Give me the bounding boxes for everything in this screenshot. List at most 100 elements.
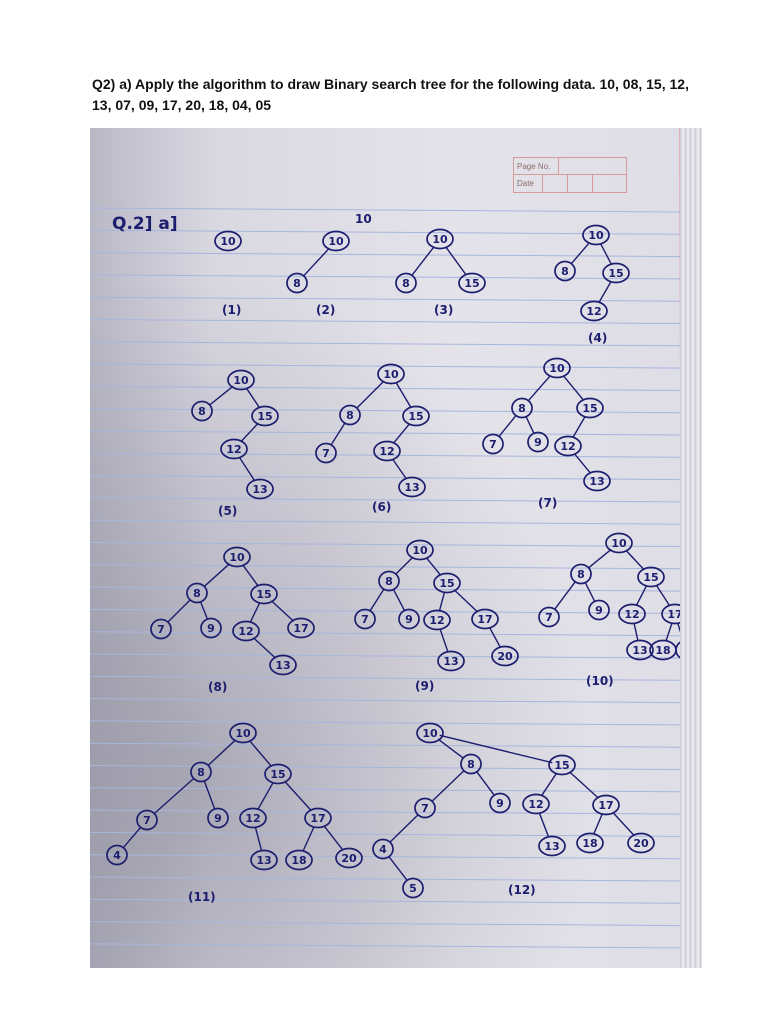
tree-edge (538, 813, 550, 837)
tree-node: 7 (538, 606, 560, 628)
node-value: 8 (402, 277, 410, 290)
tree-node: 8 (378, 570, 400, 592)
tree-node: 12 (618, 603, 646, 625)
tree-step-label: (3) (434, 303, 453, 317)
tree-edge (554, 581, 576, 610)
tree-node: 8 (190, 761, 212, 783)
tree-edge (612, 811, 635, 837)
node-value: 8 (197, 766, 205, 779)
node-value: 10 (412, 544, 428, 557)
tree-edge (476, 771, 495, 796)
tree-node: 9 (398, 608, 420, 630)
tree-edge (572, 416, 586, 438)
node-value: 15 (257, 410, 272, 423)
node-value: 17 (310, 812, 325, 825)
node-value: 13 (275, 659, 290, 672)
node-value: 7 (322, 447, 330, 460)
node-value: 9 (207, 622, 215, 635)
tree-step-label: (6) (372, 500, 391, 514)
tree-node: 15 (264, 763, 292, 785)
heading: Q.2] a] (112, 214, 178, 234)
tree-node: 12 (554, 435, 582, 457)
tree-node: 15 (576, 397, 604, 419)
tree-node: 13 (583, 470, 611, 492)
tree-edge (392, 458, 407, 480)
tree-node: 13 (538, 835, 566, 857)
node-value: 12 (226, 443, 241, 456)
tree-node: 9 (489, 792, 511, 814)
tree-node: 7 (482, 433, 504, 455)
rule-line (90, 943, 681, 949)
tree-edge (489, 627, 501, 648)
rule-line (90, 921, 681, 927)
tree-edge (257, 782, 274, 810)
node-value: 8 (198, 405, 206, 418)
tree-node: 17 (287, 617, 315, 639)
tree-edge (203, 563, 231, 587)
rule-line (90, 720, 681, 726)
tree-edge (573, 453, 592, 474)
node-value: 12 (379, 445, 394, 458)
tree-step-label: (7) (538, 496, 557, 510)
tree-edge (588, 548, 612, 569)
tree-node: 9 (527, 431, 549, 453)
tree-node: 20 (335, 847, 363, 869)
tree-edge (167, 599, 191, 623)
node-value: 13 (252, 483, 267, 496)
tree-edge (303, 247, 330, 277)
node-value: 20 (633, 837, 649, 850)
node-value: 7 (361, 613, 369, 626)
node-value: 10 (235, 727, 251, 740)
rule-line (90, 497, 681, 503)
tree-node: 15 (250, 583, 278, 605)
tree-edge (209, 385, 234, 406)
rule-line (90, 742, 681, 748)
tree-edge (445, 246, 467, 276)
node-value: 13 (632, 644, 647, 657)
node-value: 8 (518, 402, 526, 415)
page-info-box: Page No. Date (513, 157, 627, 193)
node-value: 15 (439, 577, 454, 590)
rule-line (90, 765, 681, 770)
margin-note: 10 (355, 212, 372, 226)
node-value: 7 (143, 814, 151, 827)
tree-node: 12 (423, 609, 451, 631)
tree-node: 8 (554, 260, 576, 282)
tree-node: 12 (373, 440, 401, 462)
tree-edge (600, 243, 612, 265)
tree-edge (248, 740, 273, 767)
tree-node: 12 (580, 300, 608, 322)
tree-edge (330, 423, 346, 445)
tree-node: 10 (377, 363, 405, 385)
tree-node: 17 (592, 794, 620, 816)
node-value: 13 (404, 481, 419, 494)
tree-step-label: (1) (222, 303, 241, 317)
rule-line (90, 408, 681, 414)
tree-edge (425, 557, 442, 576)
tree-node: 4 (106, 844, 128, 866)
rule-line (90, 564, 681, 570)
tree-edge (635, 585, 648, 606)
tree-edge (568, 771, 600, 799)
rule-line (90, 542, 681, 547)
tree-edge (453, 589, 479, 613)
node-value: 7 (489, 438, 497, 451)
tree-step-label: (12) (508, 883, 536, 897)
tree-edge (528, 375, 551, 401)
tree-edge (245, 387, 261, 409)
node-value: 15 (270, 768, 285, 781)
tree-node: 15 (602, 262, 630, 284)
tree-node: 15 (458, 272, 486, 294)
rule-line (90, 787, 681, 793)
tree-node: 17 (304, 807, 332, 829)
tree-edge (254, 827, 263, 851)
node-value: 17 (598, 799, 613, 812)
node-value: 8 (193, 587, 201, 600)
tree-node: 12 (220, 438, 248, 460)
node-value: 13 (544, 840, 559, 853)
tree-edge (525, 416, 535, 434)
